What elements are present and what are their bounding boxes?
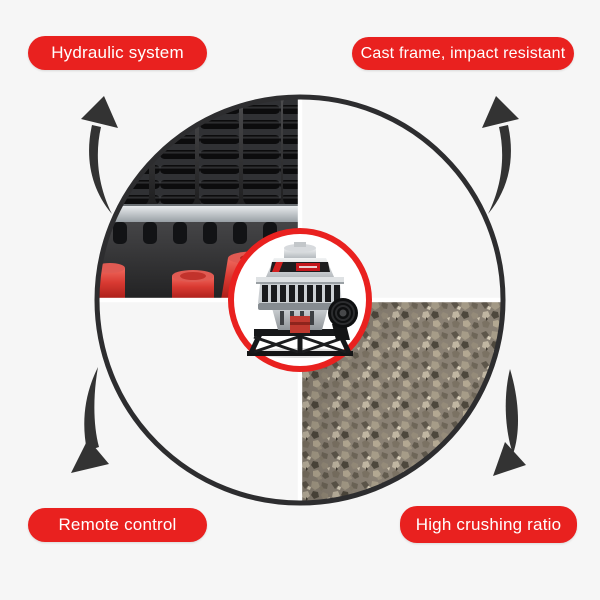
feature-label-text: High crushing ratio bbox=[415, 514, 562, 534]
curved-arrow-top-right-icon bbox=[482, 96, 519, 214]
cone-crusher-illustration bbox=[247, 242, 358, 358]
curved-arrow-bottom-left-icon bbox=[71, 367, 109, 473]
curved-arrow-bottom-right-icon bbox=[493, 369, 526, 476]
center-product-badge bbox=[228, 228, 372, 372]
feature-label-high-crushing-ratio: High crushing ratio bbox=[400, 506, 577, 543]
feature-label-cast-frame: Cast frame, impact resistant bbox=[352, 37, 574, 70]
feature-label-text: Cast frame, impact resistant bbox=[360, 44, 566, 62]
feature-label-text: Remote control bbox=[58, 515, 177, 534]
curved-arrow-top-left-icon bbox=[81, 96, 118, 214]
feature-label-remote-control: Remote control bbox=[28, 508, 207, 542]
collage-circle-rim bbox=[94, 94, 506, 506]
feature-label-hydraulic-system: Hydraulic system bbox=[28, 36, 207, 70]
feature-label-text: Hydraulic system bbox=[51, 43, 184, 62]
